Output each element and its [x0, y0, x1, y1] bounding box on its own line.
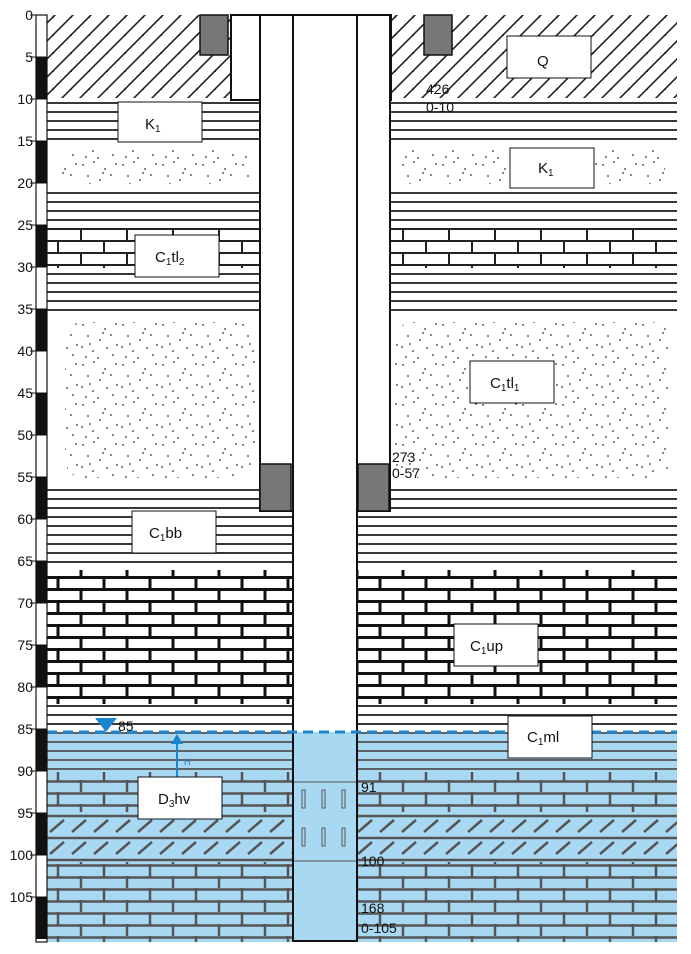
- label-box-k1-lower: [509, 147, 595, 189]
- depth-tick-label: 0: [25, 7, 33, 23]
- screen-slots: [301, 789, 346, 847]
- label-c1bb: C1bb: [149, 525, 182, 544]
- screen-top-depth: 91: [361, 779, 377, 795]
- ruler-segment: [36, 309, 47, 351]
- water-level-depth: 85: [118, 718, 134, 734]
- casing-426-diameter: 426: [426, 81, 450, 97]
- head-label: H: [184, 757, 191, 767]
- label-box-q: [506, 35, 592, 79]
- label-c1tl2: C1tl2: [155, 249, 185, 268]
- label-k1-upper: K1: [145, 116, 161, 135]
- label-box-c1ml: [507, 715, 593, 759]
- depth-tick-label: 85: [17, 721, 33, 737]
- depth-tick-label: 90: [17, 763, 33, 779]
- well-construction: [199, 14, 453, 942]
- depth-tick-label: 15: [17, 133, 33, 149]
- ruler-segment: [36, 477, 47, 519]
- casing-426-interval: 0-10: [426, 99, 454, 115]
- depth-tick-label: 10: [17, 91, 33, 107]
- casing-168-diameter: 168: [361, 900, 385, 916]
- casing-273-diameter: 273: [392, 449, 416, 465]
- casing-shoe-273-right: [357, 463, 390, 512]
- screen-bottom-depth: 100: [361, 853, 385, 869]
- casing-168-interval: 0-105: [361, 920, 397, 936]
- depth-tick-label: 30: [17, 259, 33, 275]
- ruler-segment: [36, 897, 47, 939]
- depth-tick-label: 5: [25, 49, 33, 65]
- ruler-segment: [36, 57, 47, 99]
- depth-tick-label: 20: [17, 175, 33, 191]
- layer-d3hv-limestone-lower: [47, 862, 677, 942]
- casing-shoe-426-left: [199, 14, 229, 56]
- label-c1up: C1up: [470, 638, 503, 657]
- label-d3hv: D3hv: [158, 791, 191, 810]
- label-box-c1tl1: [469, 360, 555, 404]
- label-box-k1-upper: [117, 101, 203, 143]
- ruler-segment: [36, 225, 47, 267]
- label-box-c1bb: [131, 510, 217, 554]
- water-level-marker-icon: [95, 718, 117, 732]
- depth-tick-label: 65: [17, 553, 33, 569]
- ruler-segment: [36, 645, 47, 687]
- layer-c1up: [47, 570, 677, 704]
- ruler-segment: [36, 729, 47, 771]
- head-arrow-icon: [171, 734, 183, 744]
- sand-lens: [62, 150, 252, 184]
- label-q: Q: [537, 53, 549, 70]
- depth-tick-label: 100: [10, 847, 34, 863]
- ruler-segment: [36, 561, 47, 603]
- depth-tick-label: 80: [17, 679, 33, 695]
- depth-ruler: 0 5 10 15 20 25 30 35 40 45 50 55 60 65 70 75 80 85 90 95 10…: [10, 7, 48, 943]
- label-box-c1up: [453, 623, 539, 667]
- depth-tick-label: 45: [17, 385, 33, 401]
- label-box-d3hv: [137, 776, 223, 820]
- ruler-segment: [36, 813, 47, 855]
- depth-tick-label: 40: [17, 343, 33, 359]
- sand-lens: [65, 322, 255, 478]
- depth-tick-label: 60: [17, 511, 33, 527]
- water-level: 85 H: [47, 718, 677, 778]
- ruler-segment: [36, 393, 47, 435]
- depth-tick-label: 25: [17, 217, 33, 233]
- layer-d3hv-dolomite: [47, 812, 677, 862]
- label-k1-lower: K1: [538, 160, 554, 179]
- depth-tick-label: 55: [17, 469, 33, 485]
- depth-tick-label: 35: [17, 301, 33, 317]
- depth-tick-label: 50: [17, 427, 33, 443]
- depth-tick-label: 75: [17, 637, 33, 653]
- casing-273-interval: 0-57: [392, 465, 420, 481]
- depth-tick-label: 105: [10, 889, 34, 905]
- casing-shoe-273-left: [259, 463, 292, 512]
- label-box-c1tl2: [134, 234, 220, 278]
- ruler-segment: [36, 141, 47, 183]
- label-c1tl1: C1tl1: [490, 375, 520, 394]
- depth-tick-label: 70: [17, 595, 33, 611]
- depth-tick-label: 95: [17, 805, 33, 821]
- formation-labels: Q K1 K1 C1tl2 C1tl1 C1bb C1up C1ml D3hv: [117, 35, 595, 820]
- label-c1ml: C1ml: [527, 729, 559, 748]
- casing-shoe-426-right: [423, 14, 453, 56]
- casing-annotations: 426 0-10 273 0-57 91 100 168 0-105: [361, 81, 454, 936]
